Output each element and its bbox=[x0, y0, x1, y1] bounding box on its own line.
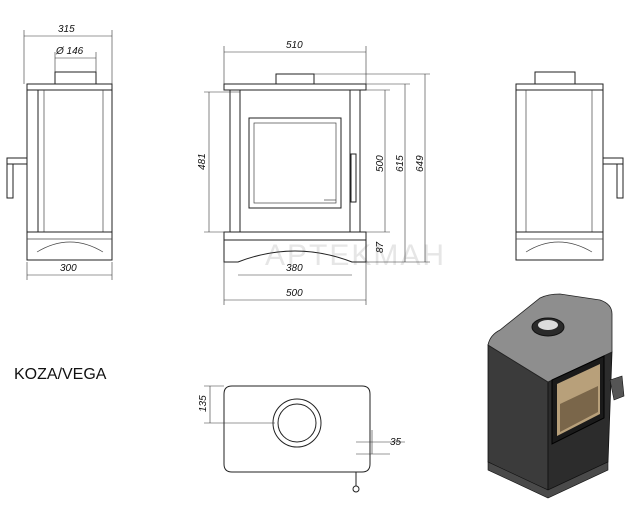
dim-front-base-width: 500 bbox=[286, 288, 303, 299]
watermark-text: APTEKMAH bbox=[265, 239, 446, 272]
side-view-right bbox=[515, 71, 624, 261]
model-title: KOZA/VEGA bbox=[14, 366, 107, 383]
side-view-left: 315 Ø 146 300 bbox=[6, 24, 113, 280]
dim-front-arch-width: 380 bbox=[286, 263, 303, 274]
dim-front-base-height: 87 bbox=[375, 241, 386, 253]
dim-front-total-615: 615 bbox=[395, 155, 406, 172]
stove-3d-render bbox=[487, 293, 625, 499]
dim-side-base: 300 bbox=[60, 263, 77, 274]
dim-top-offset: 35 bbox=[390, 437, 402, 448]
front-view: 510 481 500 615 649 87 380 500 bbox=[197, 40, 430, 305]
dim-flue-diameter: Ø 146 bbox=[55, 46, 84, 57]
top-view: 135 35 bbox=[198, 385, 405, 493]
dim-front-total-649: 649 bbox=[415, 155, 426, 172]
dim-side-width: 315 bbox=[58, 24, 75, 35]
dim-front-door-height: 500 bbox=[375, 155, 386, 172]
dim-front-inner-height: 481 bbox=[197, 153, 208, 170]
dim-front-top-width: 510 bbox=[286, 40, 303, 51]
dim-top-depth: 135 bbox=[198, 395, 209, 412]
